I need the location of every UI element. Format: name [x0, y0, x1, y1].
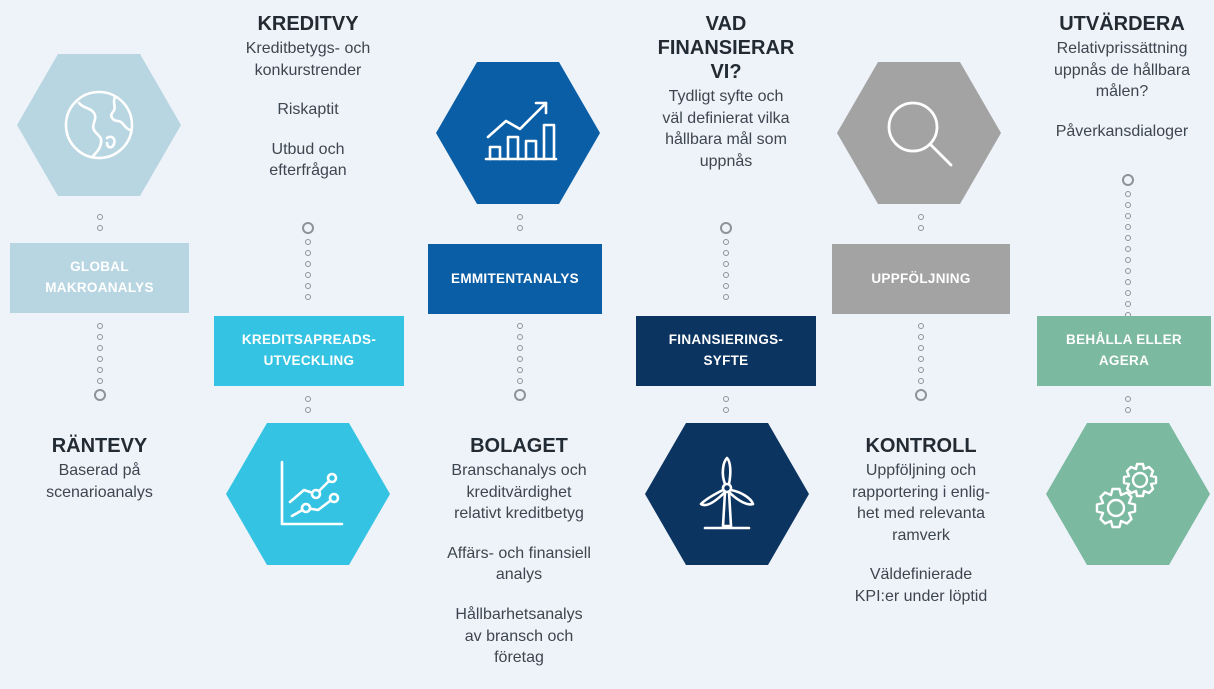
step-line: Väldefinierade KPI:er under löptid: [854, 566, 988, 605]
connector-dots: [300, 222, 316, 305]
wind-turbine-icon: [699, 456, 755, 530]
step-line: Påverkansdialoger: [1055, 122, 1189, 140]
step-line: Uppföljning och rapportering i enlig- he…: [852, 462, 990, 544]
connector-dots: [913, 323, 929, 406]
stage-box-finansieringssyfte: FINANSIERINGS- SYFTE: [636, 316, 816, 386]
step-line: Tydligt syfte och väl definierat vilka h…: [662, 88, 790, 170]
connector-dots: [718, 396, 734, 418]
connector-dots: [512, 214, 528, 236]
step-line: Affärs- och finansiell analys: [447, 544, 591, 584]
step-title: KREDITVY: [257, 13, 359, 35]
step-text-vad-finansierar-vi: VAD FINANSIERAR VI? Tydligt syfte och vä…: [626, 12, 826, 172]
stage-box-emmitentanalys: EMMITENTANALYS: [428, 244, 602, 314]
connector-dots: [718, 222, 734, 305]
step-text-bolaget: BOLAGET Branschanalys och kreditvärdighe…: [421, 434, 617, 669]
step-text-kreditvy: KREDITVY Kreditbetygs- och konkurstrende…: [208, 12, 408, 182]
gears-icon: [1095, 462, 1158, 529]
step-utvardera: UTVÄRDERA Relativprissättning uppnås de …: [1030, 0, 1214, 689]
step-text-kontroll: KONTROLL Uppföljning och rapportering i …: [822, 434, 1020, 608]
connector-dots: [512, 323, 528, 406]
globe-icon: [64, 90, 134, 160]
gears-hexagon: [1046, 423, 1210, 565]
connector-dots: [1120, 174, 1136, 323]
step-line: Utbud och efterfrågan: [269, 140, 347, 180]
magnifier-icon: [887, 101, 953, 167]
globe-hexagon: [17, 54, 181, 196]
step-kreditvy: KREDITVY Kreditbetygs- och konkurstrende…: [208, 0, 412, 689]
step-kontroll: UPPFÖLJNING KONTROLL Uppföljning och rap…: [822, 0, 1026, 689]
step-line: Branschanalys och kreditvärdighet relati…: [451, 462, 587, 523]
bar-chart-growth-icon: [484, 101, 558, 161]
turbine-hexagon: [645, 423, 809, 565]
stage-box-kreditspreads: KREDITSAPREADS- UTVECKLING: [214, 316, 404, 386]
stage-box-global-makroanalys: GLOBAL MAKROANALYS: [10, 243, 189, 313]
chart-hexagon: [226, 423, 390, 565]
connector-dots: [300, 396, 316, 418]
magnifier-hexagon: [837, 62, 1001, 204]
step-bolaget: EMMITENTANALYS BOLAGET Branschanalys och…: [421, 0, 625, 689]
connector-dots: [92, 214, 108, 236]
growth-hexagon: [436, 62, 600, 204]
step-title: KONTROLL: [865, 435, 977, 457]
stage-box-behalla-eller-agera: BEHÅLLA ELLER AGERA: [1037, 316, 1211, 386]
step-line: Baserad på scenarioanalys: [46, 462, 153, 501]
line-chart-icon: [280, 460, 344, 526]
step-line: Relativprissättning uppnås de hållbara m…: [1053, 40, 1191, 101]
connector-dots: [913, 214, 929, 236]
step-title: VAD FINANSIERAR VI?: [657, 13, 795, 83]
stage-box-uppfoljning: UPPFÖLJNING: [832, 244, 1010, 314]
step-text-utvardera: UTVÄRDERA Relativprissättning uppnås de …: [1030, 12, 1214, 142]
step-line: Kreditbetygs- och konkurstrender: [245, 40, 371, 79]
step-line: Hållbarhetsanalys av bransch och företag: [455, 605, 583, 667]
step-title: UTVÄRDERA: [1059, 13, 1185, 35]
step-vad-finansierar-vi: VAD FINANSIERAR VI? Tydligt syfte och vä…: [626, 0, 830, 689]
step-text-rantevy: RÄNTEVY Baserad på scenarioanalys: [0, 434, 199, 503]
step-title: RÄNTEVY: [51, 435, 148, 457]
step-title: BOLAGET: [470, 435, 568, 457]
connector-dots: [92, 323, 108, 406]
step-line: Riskaptit: [277, 101, 339, 119]
connector-dots: [1120, 396, 1136, 418]
step-rantevy: GLOBAL MAKROANALYS RÄNTEVY Baserad på sc…: [0, 0, 204, 689]
